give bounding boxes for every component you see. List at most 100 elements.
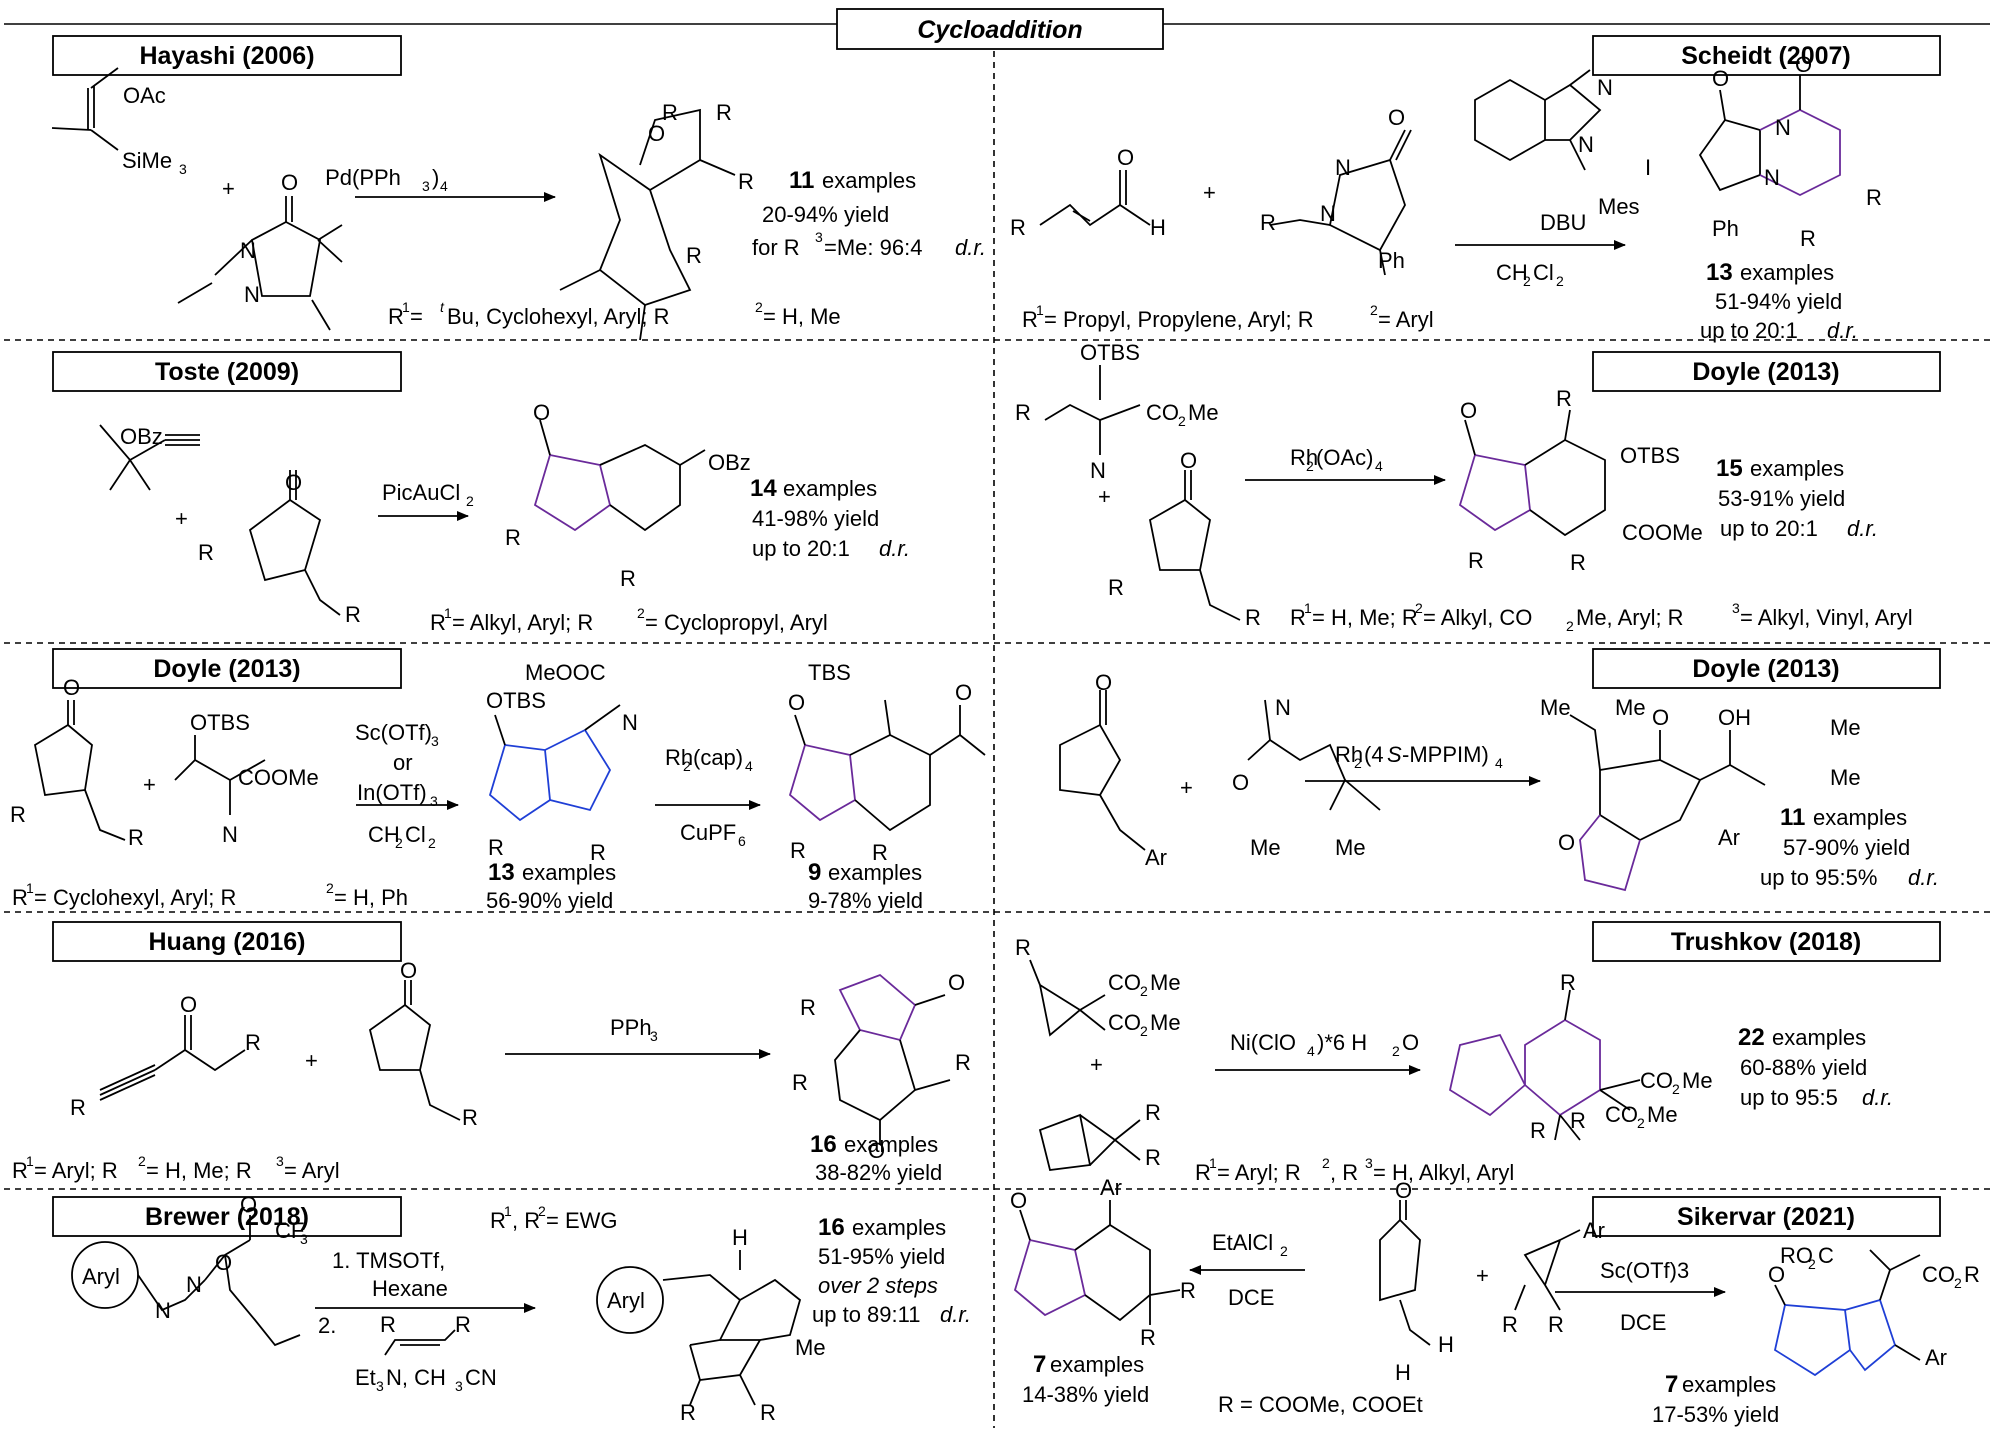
label-ar: Ar bbox=[1145, 845, 1167, 870]
label-otbs: OTBS bbox=[486, 688, 546, 713]
reactant-enal bbox=[1039, 170, 1151, 227]
reaction-arrows bbox=[315, 192, 1726, 1313]
dr-prefix: for R bbox=[752, 235, 800, 260]
subscript: 2 bbox=[1392, 1043, 1400, 1059]
subscript: 2 bbox=[466, 493, 474, 509]
label-ro2c: C bbox=[1818, 1243, 1834, 1268]
label-r1: R bbox=[680, 1400, 696, 1425]
label-co2me: CO bbox=[1108, 970, 1141, 995]
dr-label: d.r. bbox=[955, 235, 986, 260]
label-o: O bbox=[533, 400, 550, 425]
reactant-ynone bbox=[99, 1015, 246, 1101]
superscript: 1 bbox=[1036, 302, 1044, 318]
label-ar: Ar bbox=[1100, 1175, 1122, 1200]
catalyst: (OAc) bbox=[1316, 445, 1373, 470]
examples-word: examples bbox=[828, 860, 922, 885]
dr-value: up to 89:11 bbox=[812, 1302, 920, 1327]
header-hayashi: Hayashi (2006) bbox=[52, 35, 402, 76]
label-r2: R bbox=[790, 838, 806, 863]
scope: = Cyclopropyl, Aryl bbox=[645, 610, 828, 635]
yield-range: 56-90% yield bbox=[486, 888, 613, 913]
label-r1: R bbox=[1556, 386, 1572, 411]
scope: R bbox=[12, 885, 28, 910]
product-bicycle bbox=[533, 419, 706, 532]
label-r1: R bbox=[505, 525, 521, 550]
subscript: 2 bbox=[1140, 983, 1148, 999]
yield-range: 53-91% yield bbox=[1718, 486, 1845, 511]
subscript: 3 bbox=[376, 1378, 384, 1394]
catalyst: -MPPIM) bbox=[1402, 742, 1489, 767]
subscript: 2 bbox=[1566, 618, 1574, 634]
scope: R bbox=[1195, 1160, 1211, 1185]
panel-doyle-2: O R R + OTBS COOMe N Sc(OTf) 3 or In(OTf… bbox=[10, 660, 986, 913]
superscript: 3 bbox=[815, 229, 823, 245]
panel-toste: OBz + O R R PicAuCl 2 O OBz R R 14 examp… bbox=[99, 400, 910, 635]
conditions: DCE bbox=[1228, 1285, 1274, 1310]
example-count: 13 bbox=[1706, 259, 1733, 286]
header-text: Brewer (2018) bbox=[145, 1203, 309, 1231]
subscript: 3 bbox=[300, 1231, 308, 1247]
label-r1: R bbox=[380, 1312, 396, 1337]
yield-range: 51-94% yield bbox=[1715, 289, 1842, 314]
conditions: DCE bbox=[1620, 1310, 1666, 1335]
subscript: 2 bbox=[428, 835, 436, 851]
label-r1: R bbox=[686, 243, 702, 268]
label-me: Me bbox=[795, 1335, 826, 1360]
label-r1: R bbox=[1866, 185, 1882, 210]
yield-range: 38-82% yield bbox=[815, 1160, 942, 1185]
conditions: R bbox=[490, 1208, 506, 1233]
label-n: N bbox=[155, 1298, 171, 1323]
label-coome: COOMe bbox=[238, 765, 319, 790]
plus-sign: + bbox=[1098, 484, 1111, 509]
label-me: Me bbox=[1540, 695, 1571, 720]
header-doyle-1: Doyle (2013) bbox=[1592, 351, 1941, 392]
subscript: 3 bbox=[455, 1378, 463, 1394]
plus-sign: + bbox=[143, 772, 156, 797]
conditions: = EWG bbox=[546, 1208, 618, 1233]
dr-label: d.r. bbox=[940, 1302, 971, 1327]
label-me: Me bbox=[1830, 715, 1861, 740]
label-h: H bbox=[1395, 1360, 1411, 1385]
dr-label: d.r. bbox=[1908, 865, 1939, 890]
conditions: 2. bbox=[318, 1313, 336, 1338]
scope: = H, Alkyl, Aryl bbox=[1373, 1160, 1514, 1185]
label-r: R bbox=[1180, 1278, 1196, 1303]
example-count: 15 bbox=[1716, 455, 1743, 482]
label-tbs: TBS bbox=[808, 660, 851, 685]
plus-sign: + bbox=[305, 1048, 318, 1073]
conditions: , R bbox=[512, 1208, 540, 1233]
label-n: N bbox=[1320, 201, 1336, 226]
label-ph: Ph bbox=[1378, 248, 1405, 273]
subscript: 2 bbox=[1556, 273, 1564, 289]
catalyst-sub: 3 bbox=[422, 178, 430, 194]
superscript: 2 bbox=[326, 880, 334, 896]
dr-label: d.r. bbox=[1847, 516, 1878, 541]
dr-value: up to 20:1 bbox=[1700, 318, 1798, 343]
header-text: Trushkov (2018) bbox=[1671, 928, 1861, 956]
product-bicycle bbox=[1458, 409, 1606, 537]
label-r1: R bbox=[955, 1050, 971, 1075]
label-me: Me bbox=[1830, 765, 1861, 790]
dr-value: up to 20:1 bbox=[1720, 516, 1818, 541]
catalyst: Rh bbox=[1290, 445, 1318, 470]
header-toste: Toste (2009) bbox=[52, 351, 402, 392]
panel-brewer: Aryl N N O O CF 3 R 1 , R 2 = EWG 1. TMS… bbox=[71, 1192, 971, 1425]
catalyst: Pd(PPh bbox=[325, 165, 401, 190]
scope: = H, Me; R bbox=[1312, 605, 1418, 630]
examples-word: examples bbox=[783, 476, 877, 501]
scope: = H, Ph bbox=[334, 885, 408, 910]
label-obz: OBz bbox=[708, 450, 751, 475]
example-count: 22 bbox=[1738, 1024, 1765, 1051]
label-cf3: CF bbox=[275, 1218, 304, 1243]
label-co2me: Me bbox=[1682, 1068, 1713, 1093]
superscript: 2 bbox=[138, 1153, 146, 1169]
subscript: 2 bbox=[1306, 458, 1314, 474]
scope: R bbox=[430, 610, 446, 635]
superscript: 1 bbox=[504, 1203, 512, 1219]
header-brewer: Brewer (2018) bbox=[52, 1196, 402, 1237]
catalyst: Ni(ClO bbox=[1230, 1030, 1296, 1055]
label-sime: SiMe bbox=[122, 148, 172, 173]
label-ro2c: RO bbox=[1780, 1243, 1813, 1268]
panel-hayashi: OAc SiMe 3 + O N N Pd(PPh 3 ) 4 O R R R … bbox=[51, 67, 986, 341]
subscript: 2 bbox=[1354, 755, 1362, 771]
